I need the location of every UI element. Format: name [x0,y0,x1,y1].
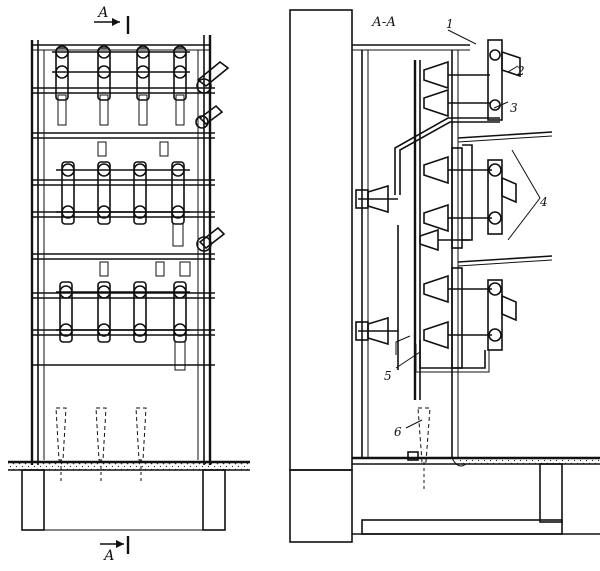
section-label-bottom: А [103,548,115,564]
tier-3-switch-poles [56,261,191,371]
tier-1-switch-poles [52,45,230,129]
callout-1: 1 [446,17,454,31]
drive-rod [394,117,500,195]
lower-drive-pipe [419,340,486,369]
floor-trench-section [352,456,600,535]
lower-disconnect-switch [423,267,517,369]
section-view-aa: А-А 1 2 3 4 5 6 [289,9,600,543]
middle-disconnect-switch [423,147,517,249]
callout-5: 5 [384,369,392,383]
wall-insulators [355,184,398,346]
upper-disconnect-switch [423,39,521,121]
brick-wall [289,9,353,471]
section-title: А-А [371,15,396,30]
busbars [457,131,553,267]
callout-6: 6 [394,425,402,439]
callout-leaders [395,29,541,429]
wall-foundation [289,469,353,543]
cable-termination-section [407,407,431,490]
floor-trench-front [8,460,250,531]
front-elevation-view: А А [8,5,250,564]
callout-3: 3 [510,101,518,115]
section-mark-bottom: А [100,536,130,564]
callout-4: 4 [539,195,548,209]
callout-2: 2 [516,64,525,78]
tier-2-switch-poles [56,141,226,252]
cable-terminations-front [55,407,147,482]
section-mark-top: А [94,5,130,34]
section-label-top: А [97,5,109,21]
